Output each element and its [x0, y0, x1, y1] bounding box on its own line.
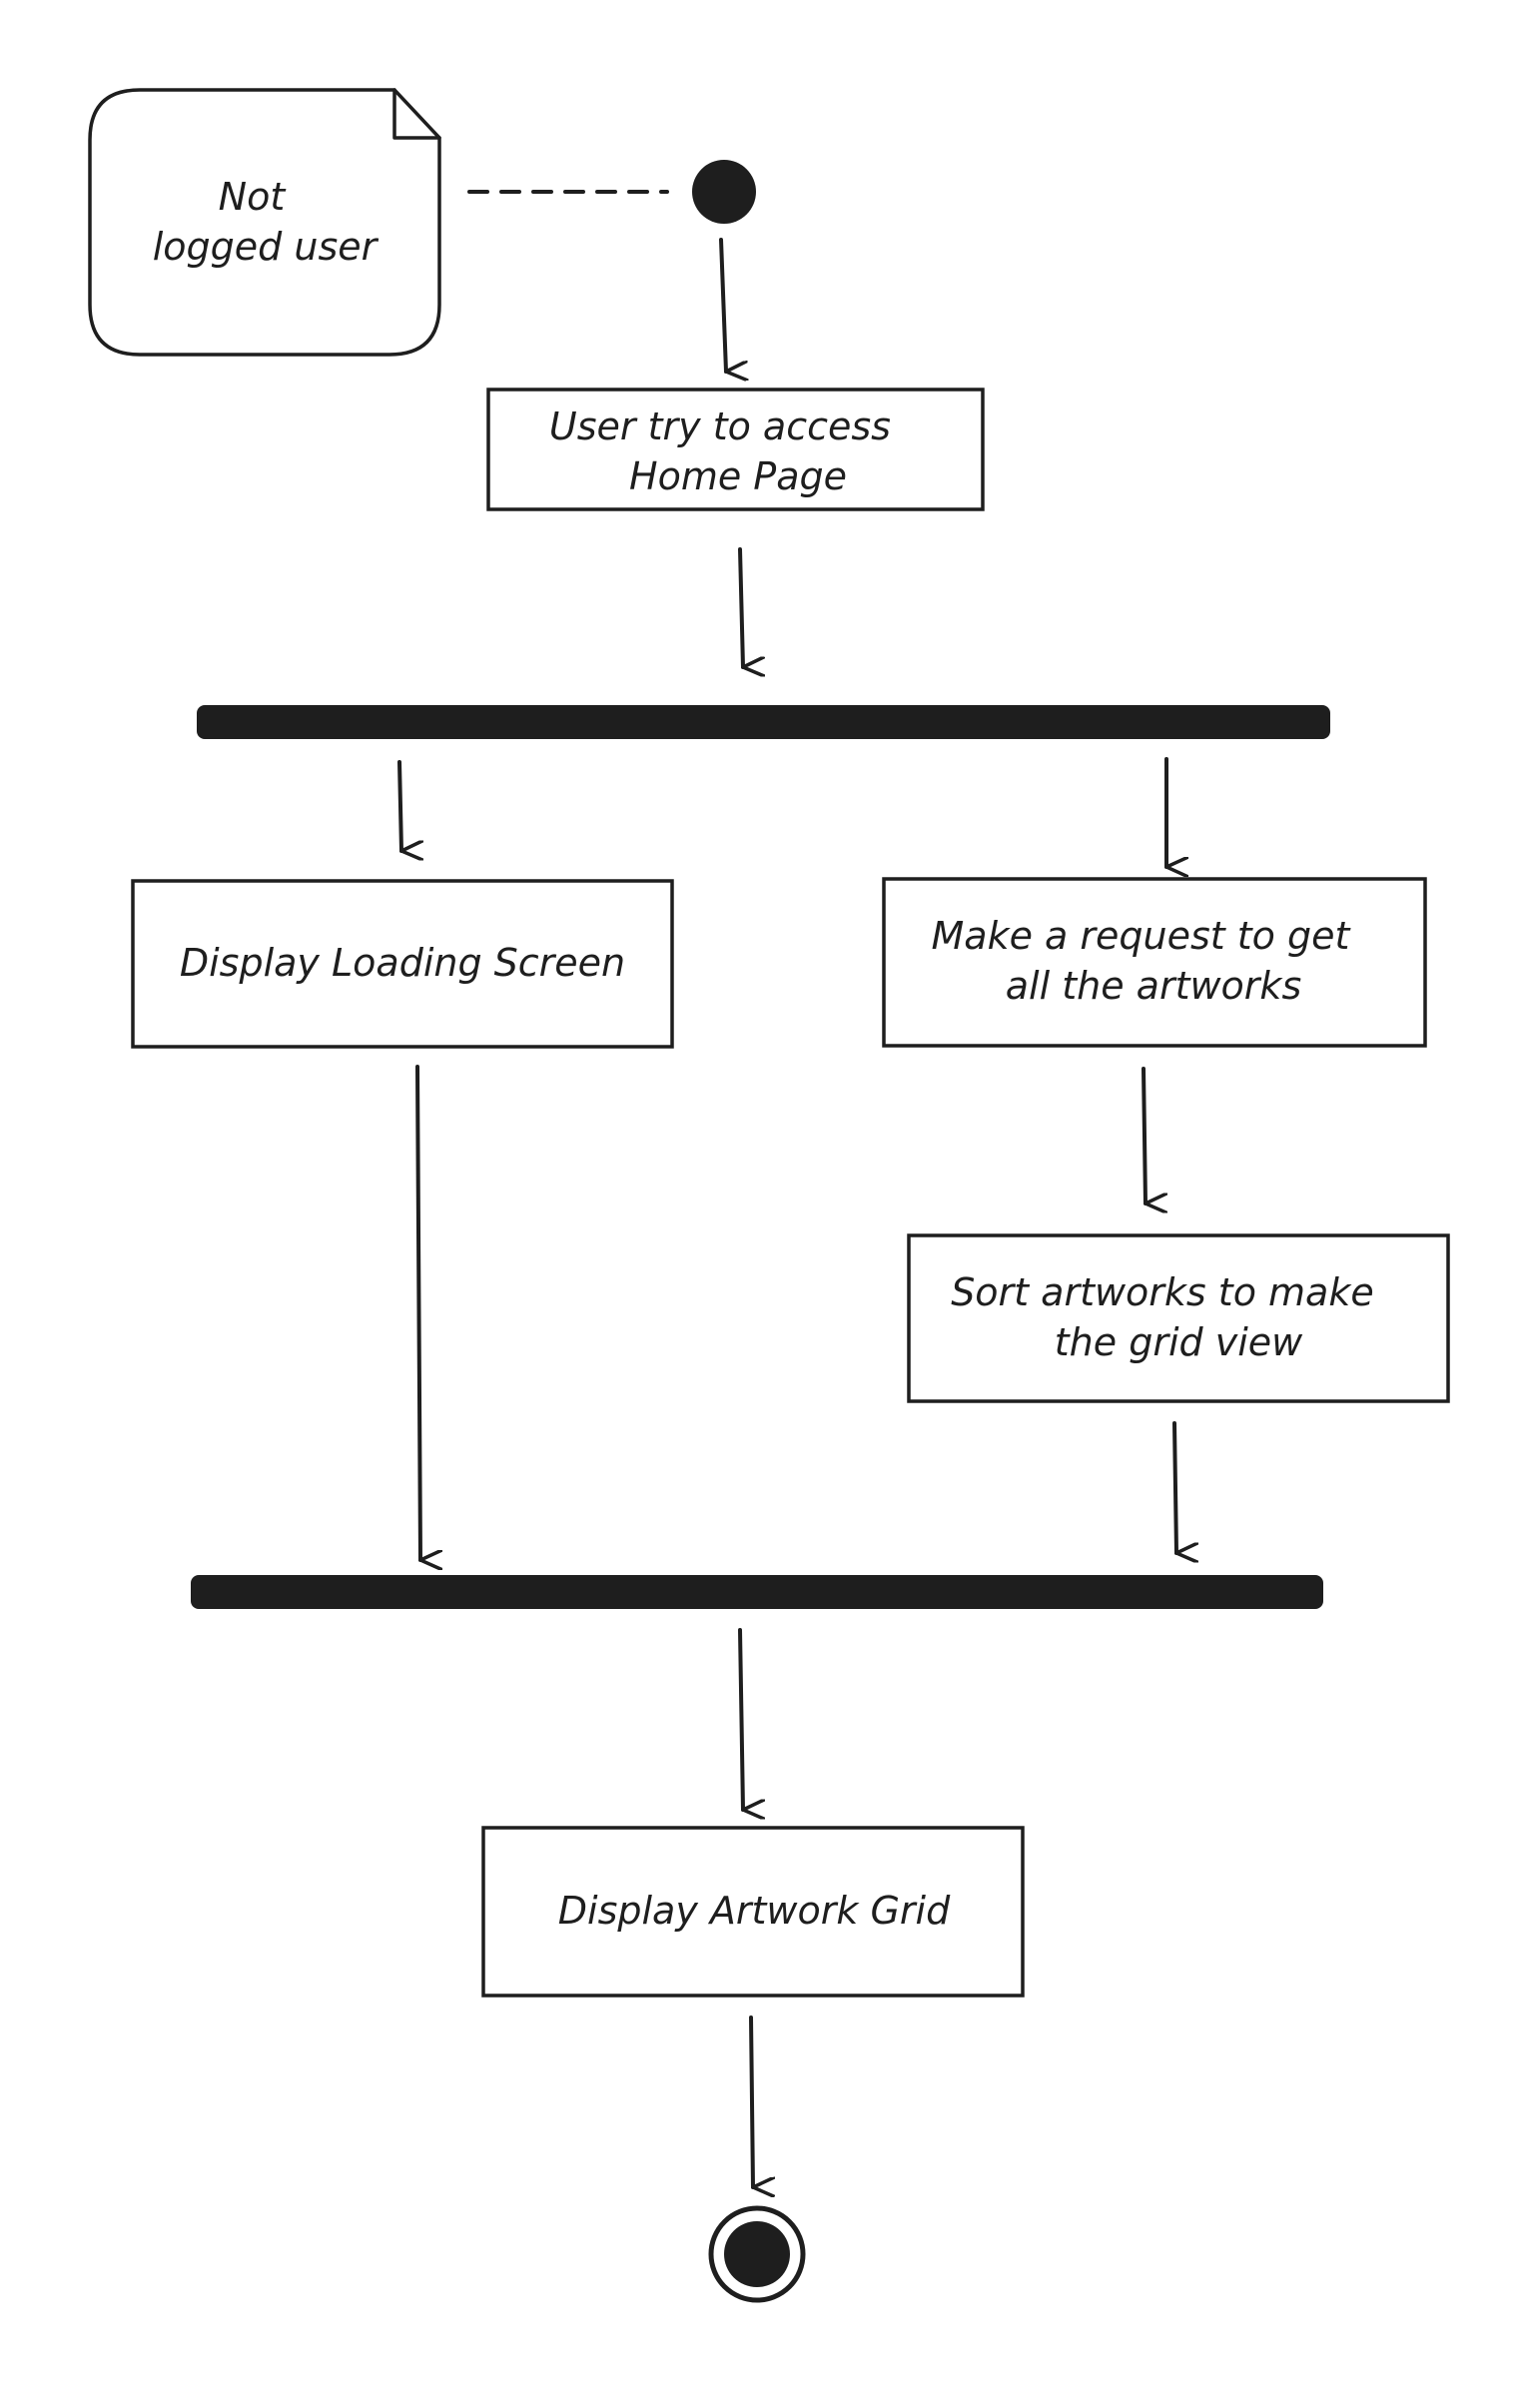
action-text: Make a request to get all the artworks [932, 914, 1362, 1008]
arrow-sort-to-join [1172, 1421, 1176, 1553]
note-line-2: logged user [153, 225, 380, 269]
action-box [481, 1826, 1025, 1998]
join-bar [191, 1575, 1323, 1609]
action-box [131, 879, 674, 1049]
note-not-logged-user: Not logged user [88, 88, 441, 357]
action-display-loading-screen: Display Loading Screen [131, 879, 674, 1049]
access-line-2: Home Page [629, 454, 847, 498]
action-box [486, 388, 985, 511]
action-sort-artworks: Sort artworks to make the grid view [907, 1233, 1450, 1403]
action-text: Display Artwork Grid [558, 1889, 951, 1933]
final-node [708, 2205, 806, 2303]
loading-line-1: Display Loading Screen [180, 941, 625, 985]
arrow-access-to-fork [738, 547, 743, 667]
note-shape [88, 88, 441, 357]
access-line-1: User try to access [549, 404, 891, 448]
action-access-home-page: User try to access Home Page [486, 388, 985, 511]
arrow-request-to-sort [1142, 1067, 1146, 1204]
note-fold [392, 88, 441, 140]
display-grid-line-1: Display Artwork Grid [558, 1889, 951, 1933]
action-text: User try to access Home Page [549, 404, 903, 498]
action-display-artwork-grid: Display Artwork Grid [481, 1826, 1025, 1998]
arrow-fork-to-loading [397, 760, 401, 851]
arrow-join-to-display-grid [738, 1628, 743, 1810]
request-line-1: Make a request to get [932, 914, 1352, 958]
action-box [882, 877, 1427, 1048]
note-text: Not logged user [153, 175, 380, 269]
sort-line-1: Sort artworks to make [951, 1270, 1374, 1314]
action-make-request: Make a request to get all the artworks [882, 877, 1427, 1048]
arrow-loading-to-join [415, 1065, 420, 1560]
sort-line-2: the grid view [1055, 1320, 1303, 1364]
action-text: Sort artworks to make the grid view [951, 1270, 1386, 1364]
request-line-2: all the artworks [1006, 964, 1302, 1008]
arrow-start-to-access [719, 238, 726, 372]
action-box [907, 1233, 1450, 1403]
action-text: Display Loading Screen [180, 941, 625, 985]
fork-bar [197, 705, 1330, 739]
note-line-1: Not [219, 175, 288, 219]
arrow-display-grid-to-final [749, 2015, 753, 2187]
final-node-inner-dot [724, 2221, 790, 2287]
initial-node [692, 160, 756, 224]
